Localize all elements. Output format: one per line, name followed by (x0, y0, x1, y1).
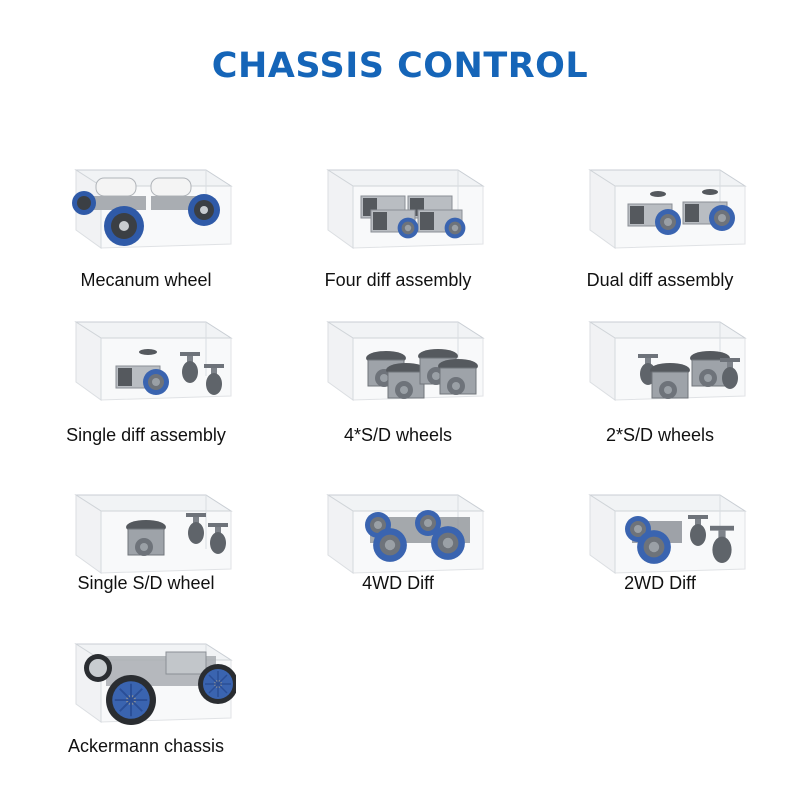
chassis-option-2-sd-wheels: 2*S/D wheels (540, 300, 780, 450)
chassis-option-label: Dual diff assembly (586, 270, 734, 290)
two-sd-wheels-chassis-icon (570, 300, 750, 410)
chassis-option-4wd-diff: 4WD Diff (278, 473, 518, 623)
chassis-option-label: Ackermann chassis (67, 736, 225, 756)
chassis-option-label: 4WD Diff (362, 573, 434, 593)
chassis-option-label: Four diff assembly (324, 270, 472, 290)
four-sd-wheels-chassis-icon (308, 300, 488, 410)
mecanum-wheel-chassis-icon (56, 148, 236, 258)
chassis-option-dual-diff-assembly: Dual diff assembly (540, 148, 780, 298)
chassis-option-mecanum-wheel: Mecanum wheel (26, 148, 266, 298)
ackermann-chassis-icon (56, 622, 236, 732)
chassis-option-2wd-diff: 2WD Diff (540, 473, 780, 623)
chassis-option-label: 2WD Diff (624, 573, 696, 593)
four-diff-chassis-icon (308, 148, 488, 258)
dual-diff-chassis-icon (570, 148, 750, 258)
single-diff-chassis-icon (56, 300, 236, 410)
chassis-option-label: Mecanum wheel (80, 270, 212, 290)
chassis-option-4-sd-wheels: 4*S/D wheels (278, 300, 518, 450)
chassis-option-ackermann: Ackermann chassis (26, 622, 266, 772)
chassis-option-label: 2*S/D wheels (605, 425, 715, 445)
chassis-option-single-sd-wheel: Single S/D wheel (26, 473, 266, 623)
chassis-option-four-diff-assembly: Four diff assembly (278, 148, 518, 298)
chassis-option-label: 4*S/D wheels (343, 425, 453, 445)
chassis-option-single-diff-assembly: Single diff assembly (26, 300, 266, 450)
page-title: CHASSIS CONTROL (211, 46, 589, 86)
chassis-option-label: Single diff assembly (66, 425, 226, 445)
4wd-diff-chassis-icon (308, 473, 488, 583)
single-sd-wheel-chassis-icon (56, 473, 236, 583)
2wd-diff-chassis-icon (570, 473, 750, 583)
chassis-option-label: Single S/D wheel (77, 573, 215, 593)
